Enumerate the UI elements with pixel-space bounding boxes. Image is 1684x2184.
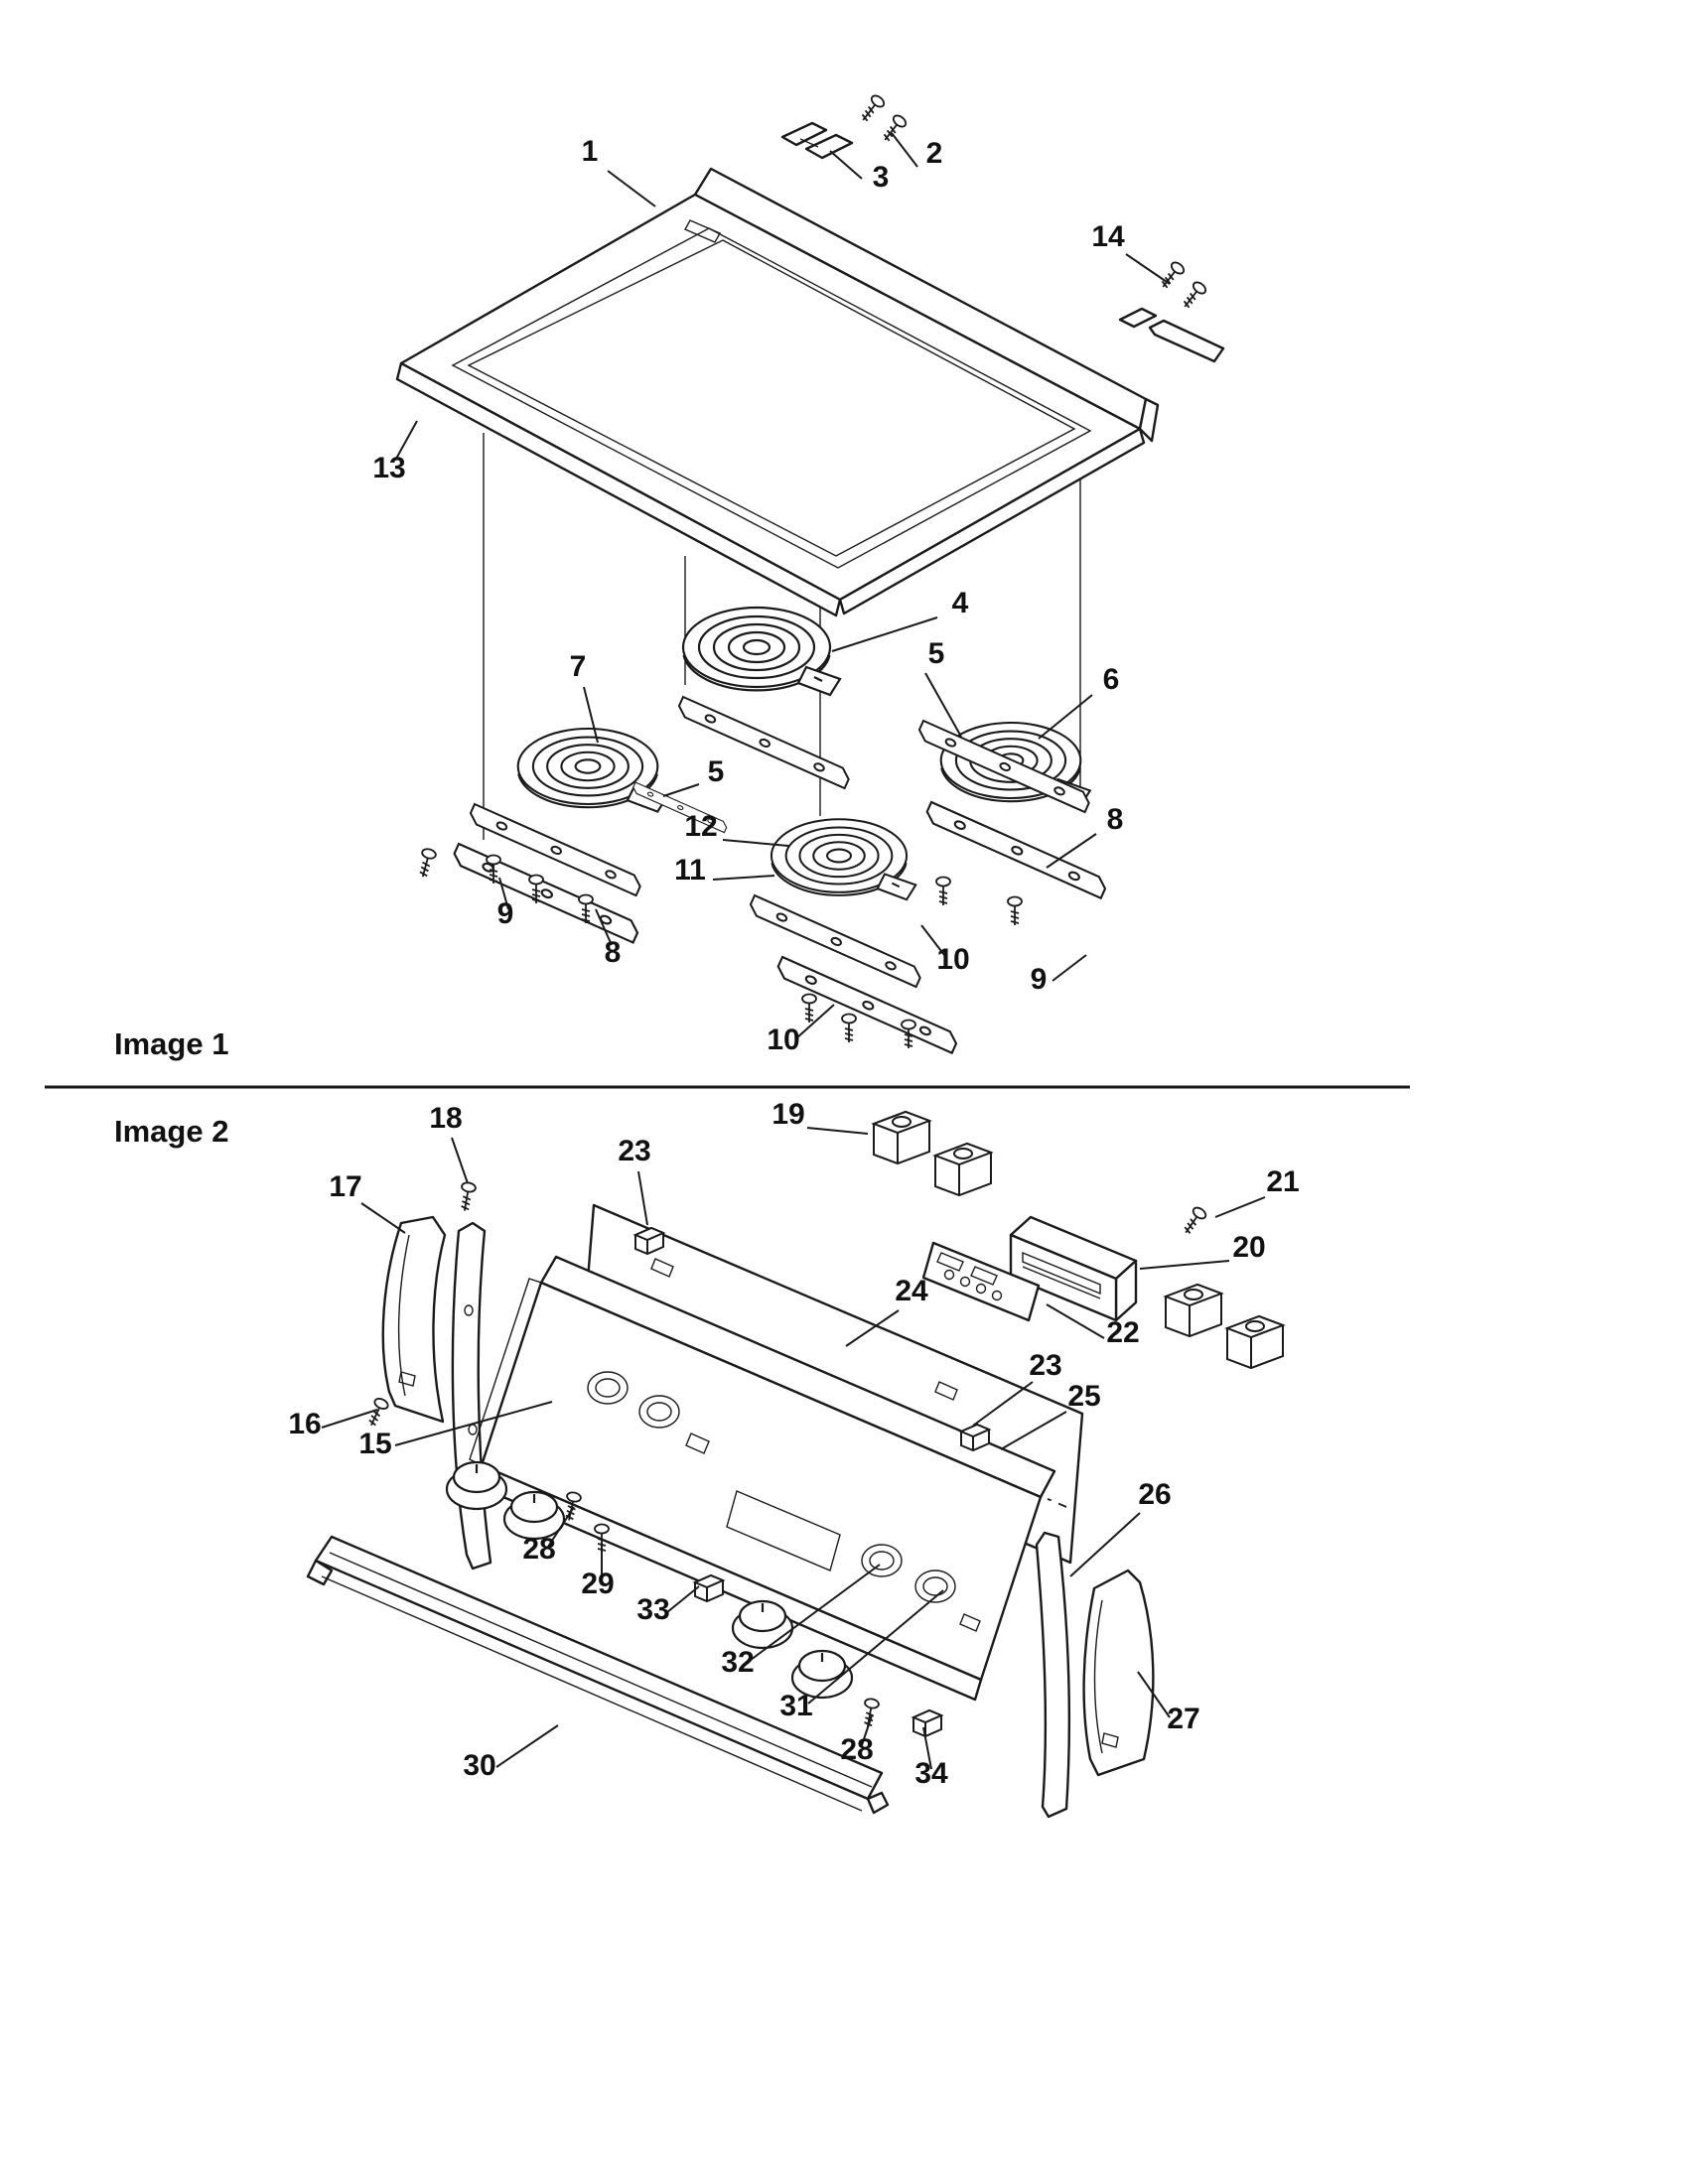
callout-8-right: 8 [1107,803,1124,836]
callout-10-right: 10 [936,943,969,976]
callout-13: 13 [372,452,405,484]
membrane-overlay [921,1241,1041,1322]
callout-30: 30 [463,1749,495,1782]
callout-25: 25 [1067,1380,1100,1413]
image1-cooktop-exploded-view: 1 2 3 14 13 4 5 6 7 5 12 11 8 9 8 10 9 1… [114,92,1225,1061]
callout-19: 19 [772,1098,804,1131]
burner-element-7 [516,727,668,813]
infinite-switch-b [934,1143,992,1196]
image2-section-label: Image 2 [114,1114,228,1149]
screw-9-far-left [415,846,438,880]
callout-10-bottom: 10 [767,1024,799,1056]
screw-21 [1179,1204,1209,1238]
callout-8-left: 8 [605,936,622,969]
callout-21: 21 [1266,1165,1299,1198]
callout-12: 12 [684,810,717,843]
callout-17: 17 [329,1170,361,1203]
image1-section-label: Image 1 [114,1026,228,1061]
callout-28-left: 28 [522,1533,555,1566]
mounting-rail-8-left [450,842,642,944]
callout-31: 31 [779,1690,812,1722]
callout-11: 11 [674,854,706,887]
rear-bracket-right [1118,307,1225,363]
callout-5-left: 5 [708,755,725,788]
callout-1: 1 [582,135,599,168]
callout-23-top: 23 [618,1135,650,1167]
callout-33: 33 [636,1593,669,1626]
callout-20: 20 [1232,1231,1265,1264]
callout-29: 29 [581,1568,614,1600]
screw-top-b [878,112,910,146]
mounting-rail-10-lower [773,955,961,1054]
control-knob-left-a [445,1460,508,1511]
right-end-strip-26 [1035,1531,1071,1819]
callout-27: 27 [1167,1703,1199,1735]
callout-22: 22 [1106,1316,1139,1349]
callout-28-bottom: 28 [840,1733,873,1766]
callout-14: 14 [1091,220,1125,253]
callout-5-right: 5 [928,637,945,670]
callout-15: 15 [358,1428,391,1460]
callout-2: 2 [926,137,943,170]
screw-18 [457,1180,478,1213]
infinite-switch-d [1226,1315,1284,1369]
callout-16: 16 [288,1408,321,1440]
infinite-switch-a [873,1111,930,1164]
callout-9-left: 9 [497,897,514,930]
callout-34: 34 [914,1757,948,1790]
image2-leader-lines [321,1127,1266,1770]
screw-right-a [1156,259,1188,293]
callout-23-mid: 23 [1029,1349,1061,1382]
callout-24: 24 [895,1275,928,1307]
burner-element-4 [681,606,842,697]
control-knob-32 [731,1599,794,1650]
main-top-panel [395,167,1160,617]
right-trim-27 [1082,1569,1155,1777]
image2-backguard-exploded-view: Image 2 [114,1098,1300,1819]
mounting-rail-8-right [922,800,1110,899]
screw-top-a [856,92,888,126]
callout-3: 3 [873,161,890,194]
infinite-switch-c [1165,1284,1222,1337]
callout-4: 4 [952,587,969,619]
callout-32: 32 [721,1646,754,1679]
callout-6: 6 [1103,663,1120,696]
screw-28-bottom [860,1697,881,1729]
screw-bottom-a [801,993,817,1024]
mounting-rail-10-upper [746,894,924,989]
rear-bracket-small [780,121,854,160]
callout-7: 7 [570,650,587,683]
support-rail-under-element-4 [674,696,853,790]
callout-26: 26 [1138,1478,1171,1511]
burner-element-11 [770,818,917,901]
screw-right-rail-b [1007,895,1023,926]
screw-bottom-b [841,1013,857,1043]
callout-18: 18 [429,1102,462,1135]
control-knob-left-b [502,1490,566,1541]
screw-right-b [1178,279,1209,313]
screw-right-rail-a [935,876,951,906]
left-end-strip-15 [451,1221,492,1570]
control-board [1009,1215,1138,1322]
switch-34 [912,1709,942,1737]
bottom-trim-30 [306,1535,890,1815]
image1-leader-lines [395,132,1171,1039]
callout-9-right: 9 [1031,963,1048,996]
left-trim-17 [381,1215,447,1424]
